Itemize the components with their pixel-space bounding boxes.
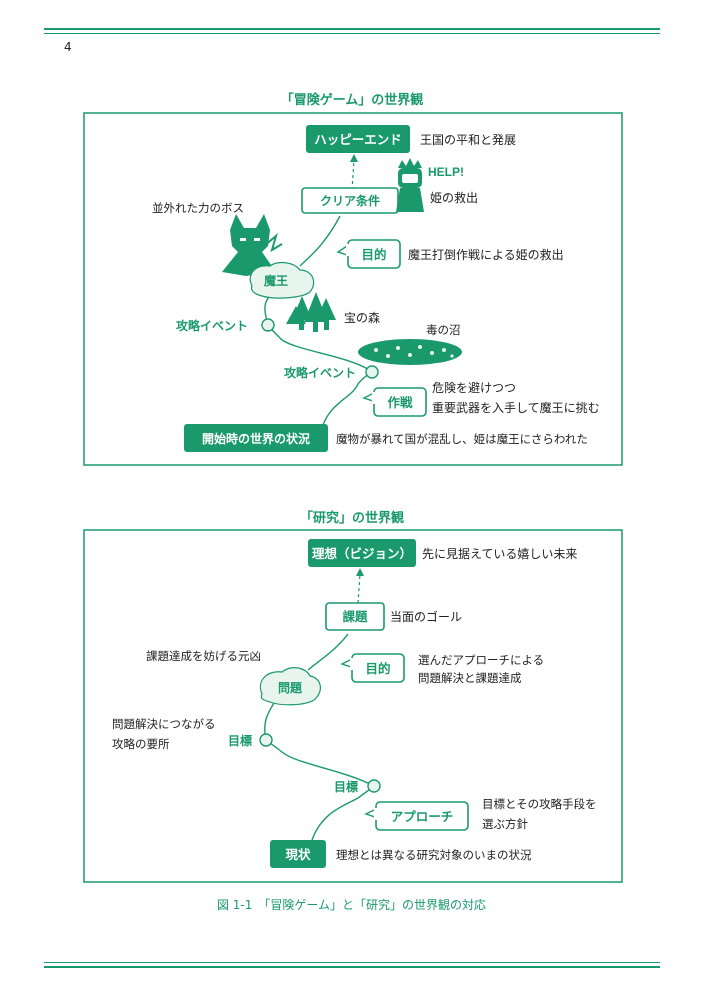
- strategy-note-1: 危険を避けつつ: [432, 381, 516, 395]
- research-goal: 理想（ビジョン）: [312, 546, 412, 561]
- swamp-bubbles: [374, 345, 454, 358]
- pointer-mask-2: [372, 392, 376, 404]
- figure-caption: 図 1-1 「冒険ゲーム」と「研究」の世界観の対応: [216, 898, 487, 912]
- research-title: 「研究」の世界観: [300, 510, 404, 525]
- research-path: [264, 633, 375, 841]
- boss-icon: [222, 214, 283, 276]
- current-box: [270, 840, 326, 868]
- approach-label: アプローチ: [391, 809, 454, 824]
- boss-cloud: [249, 261, 315, 299]
- boss-note: 並外れた力のボス: [152, 201, 244, 215]
- adventure-start-box: [184, 424, 328, 452]
- problem-cloud: [259, 667, 321, 706]
- target2-node: [367, 779, 381, 793]
- problem-label: 問題: [278, 681, 303, 695]
- pointer-mask-4: [374, 808, 378, 820]
- target1-node: [259, 733, 273, 747]
- top-rule-thin: [44, 33, 660, 34]
- research-task-box: [325, 602, 385, 631]
- bottom-rule: [44, 966, 660, 968]
- event2-node: [365, 365, 379, 379]
- research-task-label: 課題: [342, 609, 368, 624]
- forest-icon: [286, 292, 336, 332]
- strategy-label: 作戦: [387, 395, 413, 410]
- adventure-path: [264, 215, 373, 429]
- target1-note-1: 問題解決につながる: [112, 717, 216, 731]
- page-number: 4: [64, 40, 72, 54]
- target2-label: 目標: [334, 779, 358, 794]
- pointer-mask: [346, 244, 350, 256]
- research-dashed: [357, 573, 361, 604]
- adventure-goal: ハッピーエンド: [314, 133, 402, 147]
- research-goal-box: [308, 539, 416, 567]
- event2-label: 攻略イベント: [284, 365, 356, 380]
- treasure-note: 宝の森: [344, 310, 380, 325]
- pointer-mask-3: [350, 658, 354, 670]
- target1-note-2: 攻略の要所: [112, 737, 170, 751]
- adventure-purpose-note: 魔王打倒作戦による姫の救出: [408, 247, 564, 262]
- adventure-frame: [83, 112, 623, 466]
- adventure-start-note: 魔物が暴れて国が混乱し、姫は魔王にさらわれた: [336, 432, 588, 446]
- research-purpose-note-1: 選んだアプローチによる: [418, 654, 544, 667]
- strategy-note-2: 重要武器を入手して魔王に挑む: [432, 400, 600, 415]
- research-purpose-label: 目的: [365, 661, 390, 676]
- princess-icon: [396, 158, 424, 212]
- adventure-goal-note: 王国の平和と発展: [420, 133, 516, 147]
- bottom-rule-thin: [44, 962, 660, 963]
- event1-node: [261, 318, 275, 332]
- approach-note-2: 選ぶ方針: [482, 817, 528, 831]
- poison-swamp: [358, 339, 462, 365]
- adventure-title: 「冒険ゲーム」の世界観: [281, 92, 424, 107]
- adventure-goal-box: [306, 125, 410, 153]
- adventure-start-label: 開始時の世界の状況: [202, 431, 310, 446]
- adventure-dashed: [351, 159, 355, 191]
- research-goal-note: 先に見据えている嬉しい未来: [422, 547, 577, 561]
- adventure-arrow: [350, 154, 358, 162]
- research-purpose-note-2: 問題解決と課題達成: [418, 671, 522, 685]
- research-frame: [83, 529, 623, 883]
- event1-label: 攻略イベント: [176, 318, 248, 333]
- current-label: 現状: [285, 847, 311, 862]
- approach-note-1: 目標とその攻略手段を: [482, 797, 597, 811]
- research-task-note: 当面のゴール: [390, 609, 462, 624]
- princess-note: 姫の救出: [430, 190, 478, 205]
- top-rule: [44, 28, 660, 30]
- boss-label: 魔王: [264, 273, 288, 288]
- adventure-purpose-label: 目的: [361, 247, 386, 262]
- research-arrow: [356, 568, 364, 576]
- target1-label: 目標: [228, 733, 252, 748]
- adventure-clear-condition: クリア条件: [320, 193, 380, 208]
- current-note: 理想とは異なる研究対象のいまの状況: [336, 848, 532, 862]
- princess-help: HELP!: [428, 165, 464, 179]
- poison-note: 毒の沼: [426, 323, 461, 337]
- research-obstacle-note: 課題達成を妨げる元凶: [146, 649, 261, 663]
